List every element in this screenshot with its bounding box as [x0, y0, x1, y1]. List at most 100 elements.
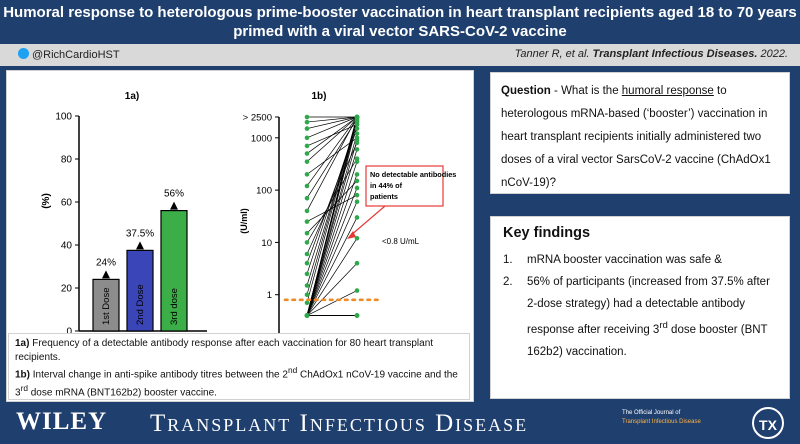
chart-b-point [354, 147, 360, 152]
chart-b-lines [306, 116, 358, 316]
finding-item: 1. mRNA booster vaccination was safe & [503, 249, 777, 271]
citation: Tanner R, et al. Transplant Infectious D… [515, 48, 788, 60]
chart-b-point [354, 156, 360, 161]
caption-b-label: 1b) [15, 369, 30, 381]
chart-b-point [304, 251, 310, 257]
chart-a-bar-marker [136, 241, 144, 250]
official-journal-note: The Official Journal of Transplant Infec… [622, 409, 701, 427]
chart-b-title: 1b) [312, 91, 327, 102]
chart-b-pair-line [306, 158, 358, 243]
chart-a-bar-marker [170, 201, 178, 210]
callout-line-1: No detectable antibodies [370, 170, 456, 179]
caption-a-label: 1a) [15, 338, 30, 349]
key-findings-heading: Key findings [503, 225, 591, 241]
twitter-handle[interactable]: @RichCardioHST [18, 48, 120, 61]
chart-b-point [354, 126, 360, 131]
chart-b-point [304, 114, 310, 120]
info-strip: @RichCardioHST Tanner R, et al. Transpla… [0, 44, 800, 66]
title-line-1: Humoral response to heterologous prime-b… [3, 4, 797, 21]
chart-b-point [354, 140, 360, 146]
chart-b-pair-line [306, 128, 358, 264]
title-line-2: primed with a viral vector SARS-CoV-2 va… [233, 23, 567, 40]
chart-b-pair-line [306, 201, 358, 316]
chart-a-category-label: 1st Dose [101, 288, 112, 326]
chart-b-pair-line [306, 161, 358, 316]
chart-b-point [354, 235, 360, 241]
chart-b-callout: No detectable antibodies in 44% of patie… [347, 165, 458, 239]
finding-text: mRNA booster vaccination was safe & [527, 254, 722, 266]
chart-b-point [304, 208, 310, 214]
chart-b-pair-line [306, 137, 358, 175]
chart-b-y-tick-label: > 2500 [243, 113, 272, 124]
chart-b-point [304, 260, 310, 266]
chart-b-point [354, 172, 360, 177]
chart-a-annotation: 3nd dose [217, 206, 254, 216]
caption-b: 1b) Interval change in anti-spike antibo… [15, 364, 463, 400]
chart-b-ylabel: (U/ml) [239, 208, 249, 234]
chart-b-pair-line [306, 262, 358, 316]
chart-b-pair-line [306, 194, 358, 222]
question-text-2: to heterologous mRNA-based (‘booster’) v… [501, 85, 771, 189]
chart-b-pair-line [306, 116, 358, 123]
twitter-handle-text: @RichCardioHST [32, 49, 120, 61]
caption-b-sup-2: rd [20, 382, 28, 393]
chart-b-y-tick-label: 1 [267, 290, 272, 301]
chart-a-value-label: 24% [96, 257, 116, 268]
chart-b-point [304, 151, 310, 156]
chart-a-value-label: 56% [164, 189, 184, 200]
chart-b-pair-line [306, 238, 358, 316]
finding-item: 2. 56% of participants (increased from 3… [503, 271, 777, 363]
caption-b-text-3: dose mRNA (BNT162b2) booster vaccine. [27, 387, 217, 399]
caption-b-text-2: ChAdOx1 nCoV-19 vaccine and the 3 [15, 369, 458, 399]
finding-number: 1. [503, 254, 513, 266]
chart-a-bar [92, 278, 120, 332]
journal-name: Transplant Infectious Disease [150, 410, 529, 437]
callout-box [365, 165, 444, 207]
chart-a-category-label: 3rd dose [169, 288, 180, 325]
chart-a-y-tick-label: 100 [55, 112, 72, 123]
publisher-logo: WILEY [16, 408, 108, 435]
chart-b-point [304, 119, 310, 125]
chart-a-category-label: 2nd Dose [135, 284, 146, 325]
chart-a-bars: 24% 1st Dose 37.5% 2nd Dose 56% 3rd dose [92, 189, 188, 332]
footer: WILEY Transplant Infectious Disease The … [0, 402, 800, 444]
citation-year: 2022. [760, 48, 788, 60]
key-findings-box: Key findings 1. mRNA booster vaccination… [490, 216, 790, 399]
chart-a-y-tick-label: 20 [61, 284, 73, 295]
finding-text: 56% of participants (increased from 37.5… [527, 271, 777, 363]
chart-b-point [304, 135, 310, 141]
chart-b-y-tick-label: 100 [256, 186, 272, 197]
figure-caption: 1a) Frequency of a detectable antibody r… [8, 333, 470, 400]
chart-b-pair-line [306, 116, 358, 129]
chart-b-point [354, 288, 360, 293]
chart-b-point [304, 126, 310, 131]
chart-b-point [354, 215, 360, 220]
chart-a-title: 1a) [125, 91, 139, 102]
chart-b-point [354, 114, 360, 120]
chart-b-pair-line [306, 187, 358, 316]
chart-b-point [304, 230, 310, 236]
chart-b-point [304, 172, 310, 177]
chart-b-pair-line [306, 140, 358, 316]
chart-b-point [354, 199, 360, 205]
caption-b-text-1: Interval change in anti-spike antibody t… [30, 369, 288, 381]
chart-b-point [354, 192, 360, 198]
callout-text: No detectable antibodies in 44% of patie… [370, 170, 458, 201]
chart-b-y-tick-label: 10 [261, 238, 272, 249]
citation-authors: Tanner R, et al. [514, 48, 590, 60]
chart-b-points [304, 114, 360, 318]
finding-number: 2. [503, 276, 513, 288]
chart-a-y-tick-label: 40 [61, 241, 73, 252]
chart-a-value-label: 37.5% [126, 228, 154, 239]
chart-b-point [304, 271, 310, 277]
chart-b-pair-line [306, 116, 358, 162]
chart-a-bar-marker [102, 270, 110, 279]
chart-b-point [304, 183, 310, 189]
official-line-2: Transplant Infectious Disease [622, 419, 701, 425]
chart-b-point [354, 178, 360, 184]
chart-b-point [354, 131, 360, 136]
chart-b-pair-line [306, 116, 358, 139]
chart-b-threshold-label: <0.8 U/mL [382, 237, 420, 246]
chart-a-bar [126, 249, 154, 332]
chart-b-pair-line [306, 118, 358, 199]
